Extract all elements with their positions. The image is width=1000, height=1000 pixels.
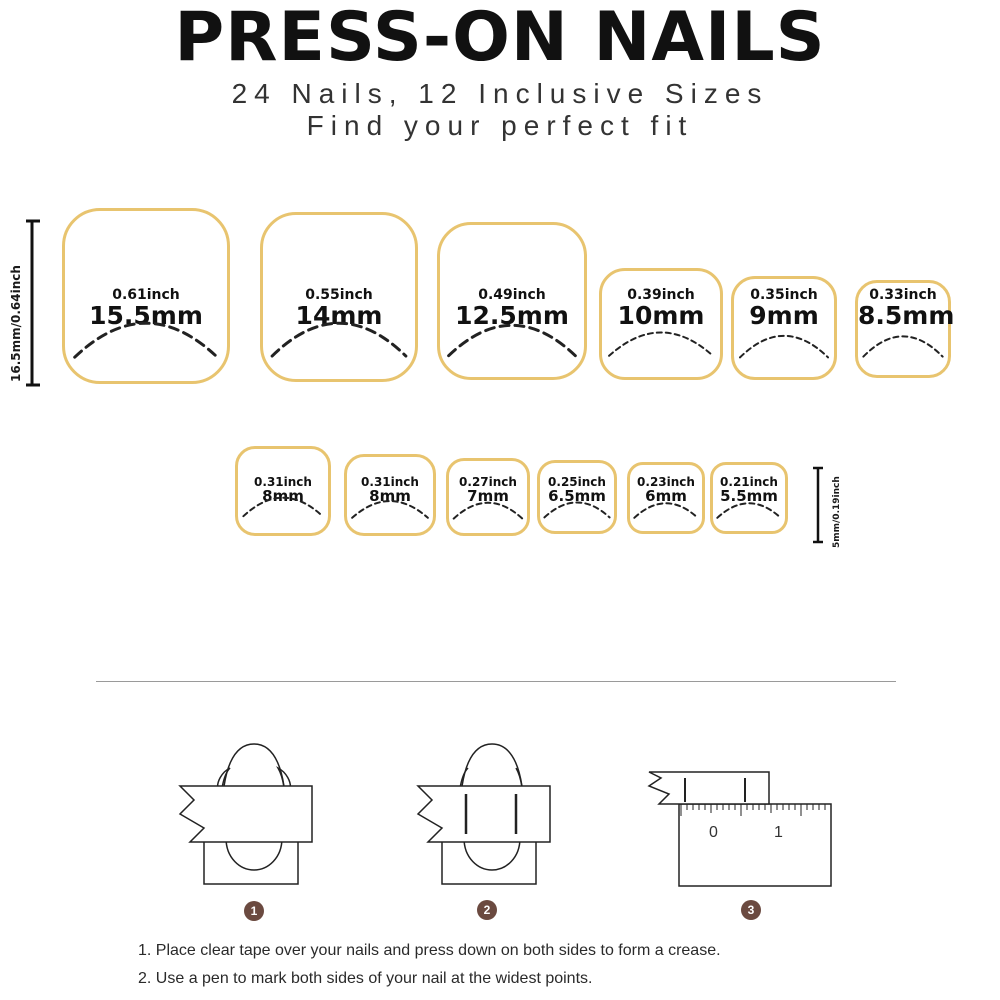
nail-inch-label: 0.23inch (637, 475, 695, 489)
nail-inch-label: 0.33inch (869, 287, 937, 303)
nail-inch-label: 0.25inch (548, 475, 606, 489)
nail-mm-label: 6mm (645, 487, 687, 505)
step1-tape-illustration (178, 743, 313, 885)
nail-size-card: 0.49inch 12.5mm (437, 222, 587, 380)
cuticle-dashed-arc (447, 323, 577, 358)
nail-mm-label: 10mm (617, 301, 705, 330)
nail-size-card: 0.31inch 8mm (235, 446, 331, 536)
nail-mm-label: 5.5mm (720, 487, 778, 505)
ruler-tick-label-0: 0 (709, 824, 718, 841)
cuticle-dashed-arc (608, 331, 714, 357)
nail-mm-label: 9mm (749, 301, 819, 330)
nail-mm-label: 14mm (295, 301, 383, 330)
nail-mm-label: 7mm (467, 487, 509, 505)
cuticle-dashed-arc (270, 321, 408, 358)
nail-inch-label: 0.61inch (112, 287, 180, 303)
subtitle-sizes: 24 Nails, 12 Inclusive Sizes (231, 78, 769, 109)
length-bracket-large (26, 219, 40, 387)
step-badge-2: 2 (477, 900, 497, 920)
cuticle-dashed-arc (452, 501, 524, 520)
step2-mark-illustration (416, 743, 551, 885)
nail-inch-label: 0.35inch (750, 287, 818, 303)
cuticle-dashed-arc (543, 501, 611, 519)
cuticle-dashed-arc (242, 496, 324, 518)
step-badge-1: 1 (244, 901, 264, 921)
nail-inch-label: 0.27inch (459, 475, 517, 489)
page-title: PRESS-ON NAILS (174, 0, 826, 77)
nail-inch-label: 0.49inch (478, 287, 546, 303)
nail-inch-label: 0.21inch (720, 475, 778, 489)
ruler-tick-label-1: 1 (774, 824, 783, 841)
subtitle-fit: Find your perfect fit (306, 110, 694, 141)
nail-size-card: 0.25inch 6.5mm (537, 460, 617, 534)
nail-size-card: 0.21inch 5.5mm (710, 462, 788, 534)
nail-mm-label: 6.5mm (548, 487, 606, 505)
nail-inch-label: 0.39inch (627, 287, 695, 303)
length-label-small: 5mm/0.19inch (832, 476, 842, 548)
nail-mm-label: 8mm (262, 487, 304, 505)
nail-mm-label: 15.5mm (89, 301, 203, 330)
instruction-step-1: 1. Place clear tape over your nails and … (138, 942, 721, 959)
nail-size-card: 0.55inch 14mm (260, 212, 418, 382)
nail-size-card: 0.39inch 10mm (599, 268, 723, 380)
nail-size-card: 0.35inch 9mm (731, 276, 837, 380)
cuticle-dashed-arc (862, 335, 944, 358)
nail-size-card: 0.61inch 15.5mm (62, 208, 230, 384)
instruction-step-2: 2. Use a pen to mark both sides of your … (138, 970, 593, 987)
cuticle-dashed-arc (716, 502, 782, 519)
cuticle-dashed-arc (739, 335, 829, 359)
length-label-large: 16.5mm/0.64inch (9, 265, 23, 382)
nail-mm-label: 8.5mm (858, 301, 955, 330)
length-bracket-small (813, 466, 823, 544)
nail-mm-label: 8mm (369, 487, 411, 505)
nail-inch-label: 0.31inch (254, 475, 312, 489)
nail-size-card: 0.23inch 6mm (627, 462, 705, 534)
step3-ruler-illustration (647, 771, 832, 887)
nail-size-card: 0.33inch 8.5mm (855, 280, 955, 378)
nail-inch-label: 0.31inch (361, 475, 419, 489)
step-badge-3: 3 (741, 900, 761, 920)
cuticle-dashed-arc (351, 500, 429, 519)
nail-mm-label: 12.5mm (455, 301, 569, 330)
section-divider (96, 681, 896, 682)
nail-size-card: 0.31inch 8mm (344, 454, 436, 536)
cuticle-dashed-arc (73, 321, 219, 359)
cuticle-dashed-arc (633, 502, 699, 519)
nail-size-card: 0.27inch 7mm (446, 458, 530, 536)
nail-inch-label: 0.55inch (305, 287, 373, 303)
